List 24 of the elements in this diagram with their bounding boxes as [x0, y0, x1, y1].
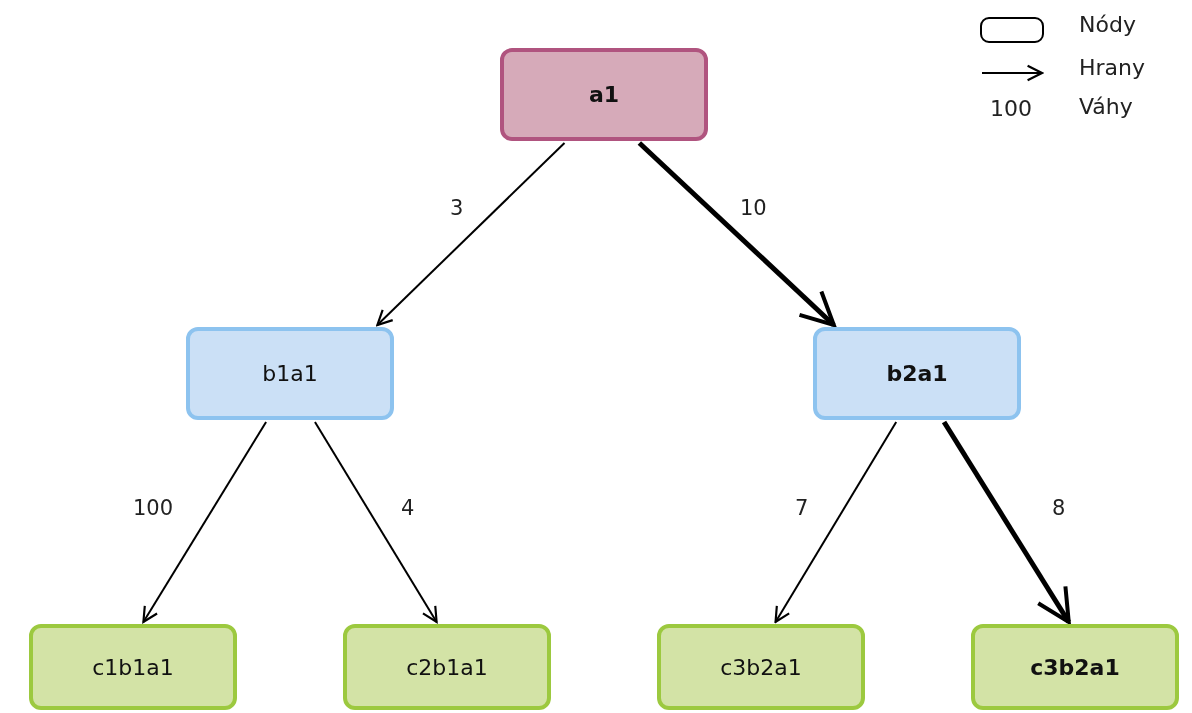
- weight-sample: 100: [990, 96, 1032, 123]
- arrow: [637, 141, 836, 327]
- arrow: [313, 421, 438, 624]
- node-box: [500, 48, 708, 141]
- node-box: [186, 327, 394, 420]
- node-box: [343, 624, 551, 710]
- arrow: [142, 421, 268, 624]
- node-label: c3b2a1: [720, 654, 802, 680]
- node-box: [813, 327, 1021, 420]
- node-label: b1a1: [262, 361, 318, 386]
- legend-label: Nódy: [1079, 12, 1136, 39]
- legend-label: Váhy: [1079, 94, 1133, 121]
- node-label: a1: [588, 82, 620, 107]
- arrow: [774, 421, 898, 624]
- node-label: c1b1a1: [92, 654, 174, 680]
- legend-label: Hrany: [1079, 55, 1146, 82]
- node-box: [971, 624, 1179, 710]
- node-box: [29, 624, 237, 710]
- node-label: c3b2a1: [1030, 654, 1120, 680]
- node-label: c2b1a1: [406, 654, 488, 680]
- arrow: [376, 142, 566, 327]
- arrow: [941, 420, 1071, 624]
- node-box: [657, 624, 865, 710]
- node-label: b2a1: [886, 361, 948, 386]
